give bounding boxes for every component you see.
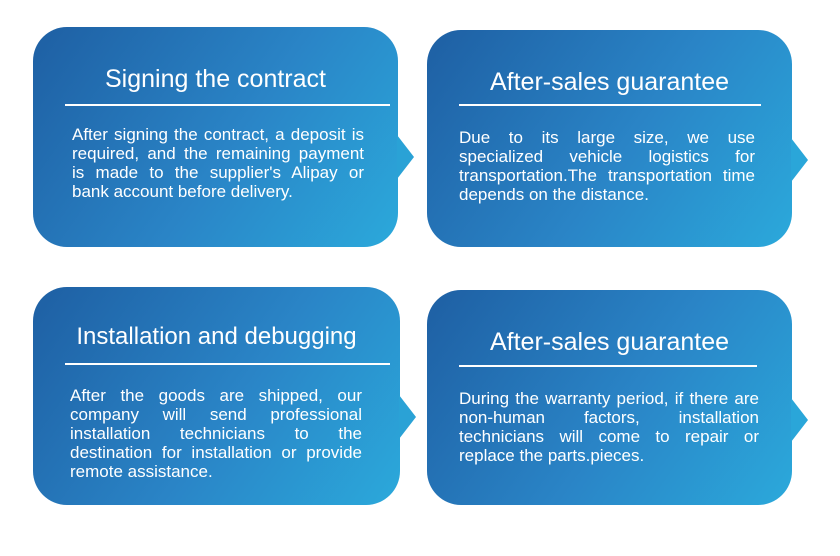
card-title: After-sales guarantee	[489, 68, 730, 96]
card-body: After the goods are shipped, our company…	[70, 386, 362, 481]
card-body: During the warranty period, if there are…	[459, 389, 759, 465]
card-after-sales-guarantee-1: After-sales guarantee Due to its large s…	[427, 30, 808, 247]
title-divider	[459, 104, 761, 106]
card-title: Installation and debugging	[76, 323, 357, 350]
card-body: Due to its large size, we use specialize…	[459, 128, 755, 204]
card-signing-contract: Signing the contract After signing the c…	[33, 27, 414, 247]
card-body: After signing the contract, a deposit is…	[72, 125, 364, 201]
title-divider	[459, 365, 757, 367]
card-title: Signing the contract	[105, 65, 326, 93]
card-installation-debugging: Installation and debugging After the goo…	[33, 287, 416, 505]
title-divider	[65, 363, 390, 365]
card-after-sales-guarantee-2: After-sales guarantee During the warrant…	[427, 290, 808, 505]
card-title: After-sales guarantee	[489, 328, 730, 356]
title-divider	[65, 104, 390, 106]
